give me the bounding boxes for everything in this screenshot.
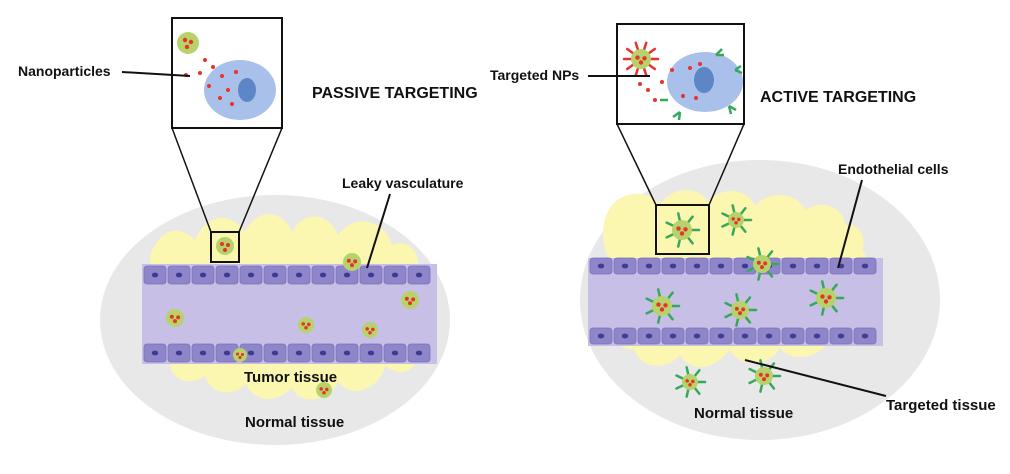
endothelial-nucleus <box>343 350 351 356</box>
targeted-nanoparticle <box>721 204 753 236</box>
normal-tissue-label-left: Normal tissue <box>245 414 344 431</box>
passive-panel: Nanoparticles PASSIVE TARGETING Leaky va… <box>18 17 478 445</box>
endothelial-nucleus <box>693 333 701 339</box>
targeted-nanoparticle <box>724 293 758 327</box>
leaky-vasculature-leader <box>366 193 391 269</box>
endothelial-nucleus <box>741 333 749 339</box>
endothelial-nucleus <box>199 350 207 356</box>
active-panel: Targeted NPs ACTIVE TARGETING Endothelia… <box>490 23 996 440</box>
nanoparticles-leader <box>121 71 191 77</box>
endothelial-cells-label: Endothelial cells <box>838 161 949 177</box>
nanoparticle-zoom-passive <box>177 32 199 54</box>
endothelial-nucleus <box>621 263 629 269</box>
endothelial-nucleus <box>645 333 653 339</box>
nanoparticle <box>362 322 378 338</box>
normal-tissue-label-right: Normal tissue <box>694 405 793 422</box>
targeted-nanoparticle <box>645 288 681 324</box>
passive-targeting-title: PASSIVE TARGETING <box>312 85 478 102</box>
zoom-connector-right-a <box>616 123 657 206</box>
nanoparticle <box>316 382 332 398</box>
targeted-nanoparticle <box>809 280 845 316</box>
endothelial-nucleus <box>741 263 749 269</box>
endothelial-nucleus <box>813 263 821 269</box>
endothelial-nucleus <box>247 272 255 278</box>
targeted-nps-label: Targeted NPs <box>490 67 579 83</box>
endothelial-nucleus <box>669 263 677 269</box>
endothelial-nucleus <box>223 350 231 356</box>
endothelial-nucleus <box>391 350 399 356</box>
tumor-cell-nucleus-active <box>694 67 714 93</box>
nanoparticle <box>343 253 361 271</box>
targeted-nanoparticle <box>675 366 707 398</box>
endothelial-nucleus <box>199 272 207 278</box>
endothelial-nucleus <box>367 272 375 278</box>
zoom-connector-right-b <box>708 123 745 206</box>
endothelial-nucleus <box>861 263 869 269</box>
endothelial-nucleus <box>151 350 159 356</box>
endothelial-cells-leader <box>837 179 863 269</box>
endothelial-nucleus <box>789 263 797 269</box>
zoom-source-box-passive <box>210 231 240 263</box>
nanoparticle <box>233 348 247 362</box>
endothelial-nucleus <box>789 333 797 339</box>
targeted-tissue-leader <box>744 359 887 397</box>
endothelial-nucleus <box>621 333 629 339</box>
nanoparticle <box>401 291 419 309</box>
zoom-connector-left-b <box>238 127 283 233</box>
endothelial-nucleus <box>693 263 701 269</box>
endothelial-nucleus <box>415 272 423 278</box>
endothelial-nucleus <box>319 350 327 356</box>
leaky-vasculature-label: Leaky vasculature <box>342 175 464 191</box>
nanoparticle <box>298 317 314 333</box>
endothelial-nucleus <box>175 350 183 356</box>
endothelial-nucleus <box>669 333 677 339</box>
endothelial-nucleus <box>597 333 605 339</box>
endothelial-nucleus <box>813 333 821 339</box>
endothelial-nucleus <box>861 333 869 339</box>
endothelial-nucleus <box>223 272 231 278</box>
endothelial-nucleus <box>391 272 399 278</box>
endothelial-nucleus <box>151 272 159 278</box>
targeted-nanoparticle-zoom <box>622 41 660 77</box>
tumor-tissue-label: Tumor tissue <box>244 369 337 386</box>
targeted-tissue-label: Targeted tissue <box>886 397 996 414</box>
zoom-source-box-active <box>655 204 710 255</box>
endothelial-nucleus <box>271 272 279 278</box>
endothelial-nucleus <box>765 333 773 339</box>
endothelial-nucleus <box>645 263 653 269</box>
endothelial-nucleus <box>367 350 375 356</box>
endothelial-nucleus <box>295 272 303 278</box>
endothelial-nucleus <box>175 272 183 278</box>
endothelial-nucleus <box>319 272 327 278</box>
nanoparticle <box>166 309 184 327</box>
zoom-connector-left-a <box>171 127 212 233</box>
targeted-nanoparticle <box>622 41 660 77</box>
endothelial-nucleus <box>717 263 725 269</box>
active-targeting-title: ACTIVE TARGETING <box>760 89 916 106</box>
nanoparticle-in-source-box <box>216 237 234 255</box>
released-drug-dots-active <box>638 62 702 102</box>
endothelial-nucleus <box>717 333 725 339</box>
endothelial-nucleus <box>415 350 423 356</box>
endothelial-nucleus <box>343 272 351 278</box>
targeted-nanoparticle <box>746 247 780 281</box>
endothelial-nucleus <box>247 350 255 356</box>
tumor-cell-nucleus-passive <box>238 78 256 102</box>
endothelial-nucleus <box>271 350 279 356</box>
endothelial-row-left-top <box>143 265 431 285</box>
targeted-nanoparticles-right <box>645 204 845 398</box>
nanoparticles-label: Nanoparticles <box>18 63 111 79</box>
endothelial-nucleus <box>295 350 303 356</box>
endothelial-nucleus <box>837 333 845 339</box>
endothelial-row-right-top <box>589 257 877 275</box>
endothelial-row-left-bottom <box>143 343 431 363</box>
nanoparticles-left <box>166 253 419 398</box>
receptors-zoom-active <box>660 48 743 121</box>
targeted-nanoparticle <box>665 212 701 248</box>
endothelial-row-right-bottom <box>589 327 877 345</box>
endothelial-nucleus <box>597 263 605 269</box>
